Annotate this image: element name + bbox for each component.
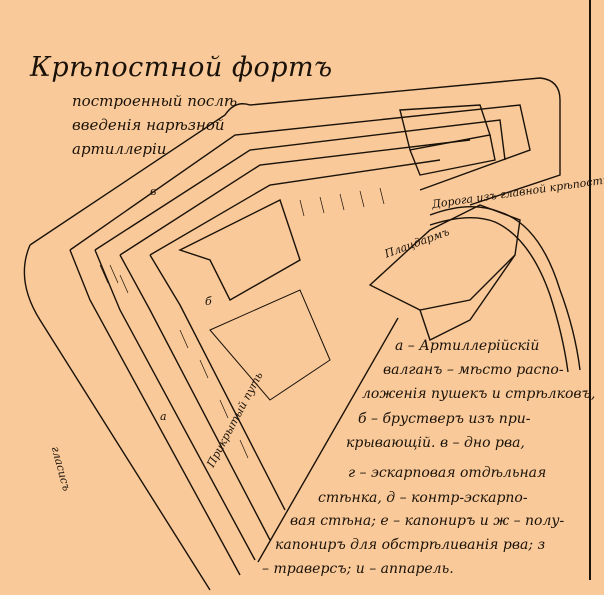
glacis-outline <box>23 77 561 591</box>
legend-line: крывающій. в – дно рва, <box>346 435 525 451</box>
map-letter-v: в <box>150 185 157 198</box>
legend-line: валганъ – мѣсто распо- <box>383 362 564 378</box>
legend-line: стѣнка, д – контр-эскарпо- <box>318 490 528 506</box>
drawing-title: Крѣпостной фортъ <box>30 52 333 83</box>
map-letter-a: а <box>160 410 167 423</box>
legend-border <box>257 0 591 580</box>
hatching <box>99 187 385 459</box>
road <box>429 205 581 373</box>
covered-way <box>69 104 531 576</box>
subtitle-line-3: артиллеріи <box>72 140 167 158</box>
legend-line: – траверсъ; и – аппарель. <box>262 561 454 577</box>
map-letter-b: б <box>205 295 212 308</box>
legend-line: г – эскарповая отдѣльная <box>348 465 547 481</box>
legend-line: а – Артиллерійскій <box>395 338 540 354</box>
legend-line: вая стѣна; е – капониръ и ж – полу- <box>290 513 565 529</box>
subtitle-line-1: построенный послѣ <box>72 92 238 110</box>
subtitle-line-2: введенія нарѣзной <box>72 116 225 134</box>
ditch-and-ramparts <box>94 104 506 561</box>
legend-line: ложенія пушекъ и стрѣлковъ, <box>362 386 596 402</box>
legend-line: б – брустверъ изъ при- <box>358 411 531 427</box>
legend-line: капониръ для обстрѣливанія рва; з <box>275 537 546 553</box>
